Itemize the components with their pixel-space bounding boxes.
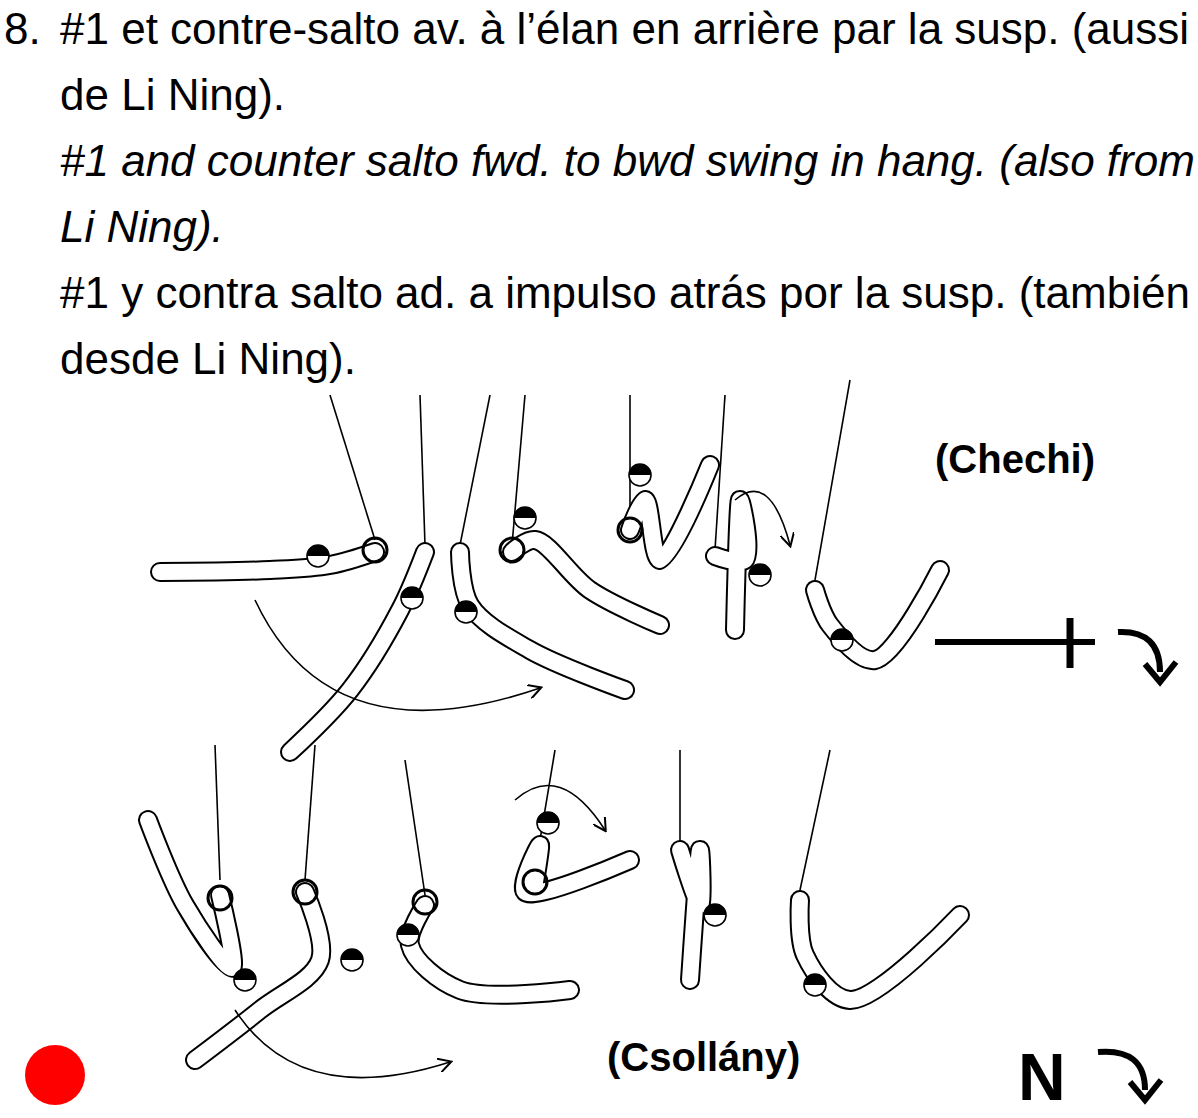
gymnast-body <box>715 500 748 630</box>
gymnast-head <box>307 545 329 567</box>
gymnast-hair <box>831 629 853 640</box>
gymnast-hair <box>804 974 826 985</box>
gymnast-outline <box>800 900 960 1000</box>
gymnast-hair <box>397 924 419 935</box>
gymnast-outline <box>715 500 748 630</box>
french-description: #1 et contre-salto av. à l’élan en arriè… <box>60 0 1196 128</box>
gymnast-body <box>512 540 660 625</box>
gymnast-head <box>537 812 559 834</box>
gymnast-outline <box>410 905 570 995</box>
gymnast-head <box>234 969 256 991</box>
ring-cable <box>460 395 490 545</box>
ring-cable <box>330 395 375 540</box>
gymnast-outline <box>680 850 702 980</box>
gymnast-head <box>397 924 419 946</box>
ring-cable <box>679 750 681 845</box>
ring-cable <box>405 760 425 895</box>
gymnast-hair <box>514 507 536 518</box>
gymnast-hair <box>307 545 329 556</box>
gymnast-head <box>401 587 423 609</box>
gymnast-body <box>815 570 940 660</box>
gymnast-outline <box>630 465 710 560</box>
gymnast-outline <box>815 570 940 660</box>
ring-cable <box>815 380 850 580</box>
gymnast-head <box>704 904 726 926</box>
gymnast-hair <box>234 969 256 980</box>
english-description: #1 and counter salto fwd. to bwd swing i… <box>60 128 1196 260</box>
gymnast-body <box>460 552 625 690</box>
gymnast-head <box>804 974 826 996</box>
gymnast-outline <box>160 552 375 572</box>
value-letter: N <box>1018 1040 1098 1116</box>
gymnast-head <box>514 507 536 529</box>
gymnast-body <box>524 845 630 893</box>
gymnast-hair <box>704 904 726 915</box>
gymnast-hair <box>341 949 363 960</box>
gymnast-outline <box>460 552 625 690</box>
gymnast-hair <box>537 812 559 823</box>
gymnast-head <box>455 601 477 623</box>
gymnast-body <box>680 850 702 980</box>
ring <box>293 880 317 904</box>
gymnast-outline <box>195 892 321 1060</box>
rotation-symbol <box>1098 1052 1161 1100</box>
gymnast-hair <box>629 464 651 475</box>
gymnast-outline <box>148 820 233 968</box>
red-dot <box>25 1045 85 1105</box>
gymnast-name: (Csollány) <box>607 1034 907 1080</box>
gymnast-hair <box>455 601 477 612</box>
gymnast-name: (Chechi) <box>935 436 1185 482</box>
ring <box>500 538 524 562</box>
gymnast-body <box>290 552 425 752</box>
motion-arrow <box>735 491 790 545</box>
gymnast-head <box>831 629 853 651</box>
motion-arrow <box>515 785 605 830</box>
gymnast-body <box>195 892 321 1060</box>
element-symbol <box>935 618 1176 682</box>
item-number: 8. <box>4 0 64 62</box>
ring <box>363 538 387 562</box>
ring-cable <box>800 750 830 890</box>
gymnast-outline <box>524 845 630 893</box>
ring-cable <box>215 745 220 880</box>
gymnast-head <box>749 564 771 586</box>
gymnast-body <box>800 900 960 1000</box>
motion-arrow <box>255 600 540 710</box>
gymnast-figures <box>148 380 960 1060</box>
gymnast-body <box>148 820 233 968</box>
spanish-description: #1 y contra salto ad. a impulso atrás po… <box>60 260 1196 392</box>
gymnast-body <box>410 905 570 995</box>
gymnast-head <box>341 949 363 971</box>
ring-cable <box>305 745 315 880</box>
gymnast-head <box>629 464 651 486</box>
ring <box>523 870 547 894</box>
gymnast-outline <box>290 552 425 752</box>
motion-arrow <box>235 1010 450 1078</box>
ring <box>413 890 437 914</box>
gymnast-hair <box>749 564 771 575</box>
gymnast-body <box>630 465 710 560</box>
ring <box>618 518 642 542</box>
gymnast-body <box>160 552 375 572</box>
gymnast-hair <box>401 587 423 598</box>
gymnast-outline <box>512 540 660 625</box>
ring-cable <box>420 395 425 545</box>
ring <box>208 886 232 910</box>
ring-cable <box>715 395 725 550</box>
